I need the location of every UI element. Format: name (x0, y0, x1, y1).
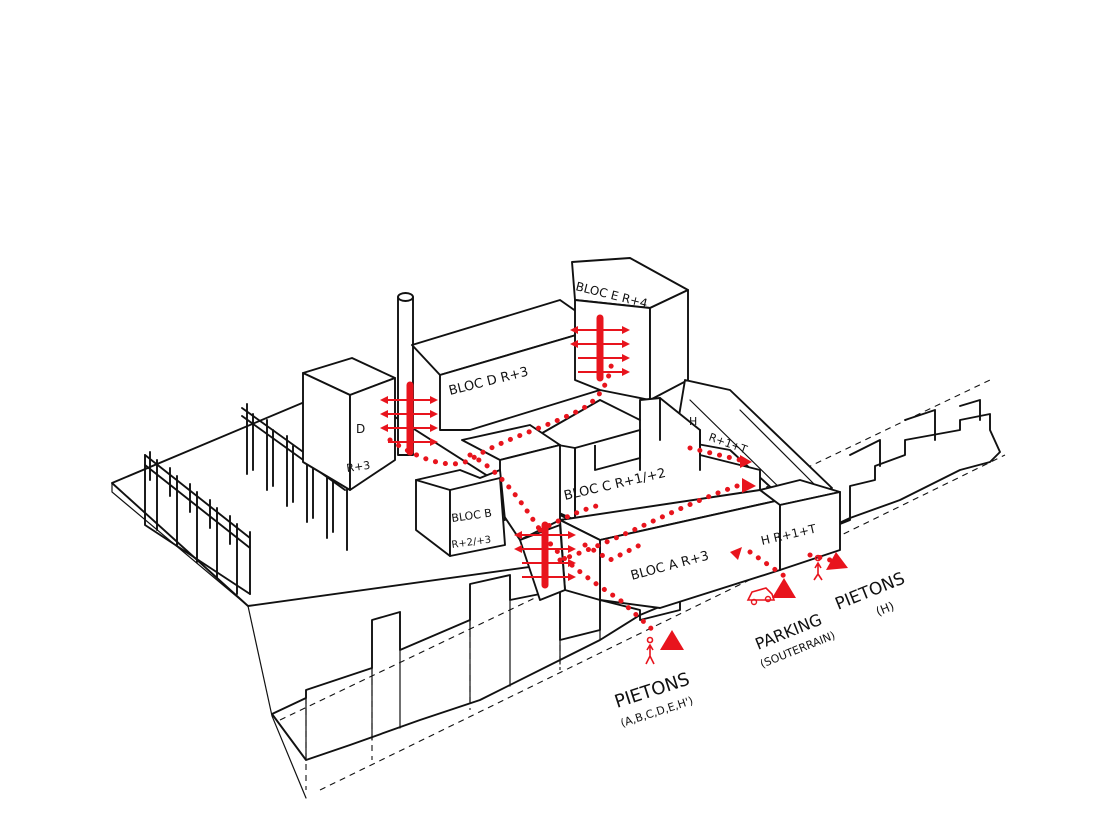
pedestrian-icon (645, 554, 823, 665)
bloc-e-tower (571, 257, 689, 401)
route-arrowheads (730, 455, 756, 560)
bloc-h-front (759, 479, 841, 571)
bloc-d-main (411, 299, 601, 431)
left-fence (144, 403, 348, 595)
bloc-c (461, 397, 761, 541)
bloc-b (415, 469, 506, 557)
annotation-pietons-h-sub: (H) (874, 599, 896, 619)
access-cone-icon (660, 552, 848, 650)
label-bloc-b: BLOC B (451, 506, 493, 525)
label-bloc-b-height: R+2/+3 (451, 535, 492, 551)
annotation-pietons-h: PIETONS (832, 569, 907, 615)
label-d-mark: D (356, 422, 365, 436)
bloc-d-left (302, 357, 396, 491)
vertical-circulation-arrows (380, 314, 630, 589)
label-h-mark-back: H (689, 415, 697, 428)
label-d-height: R+3 (346, 459, 371, 475)
car-icon (746, 587, 776, 606)
